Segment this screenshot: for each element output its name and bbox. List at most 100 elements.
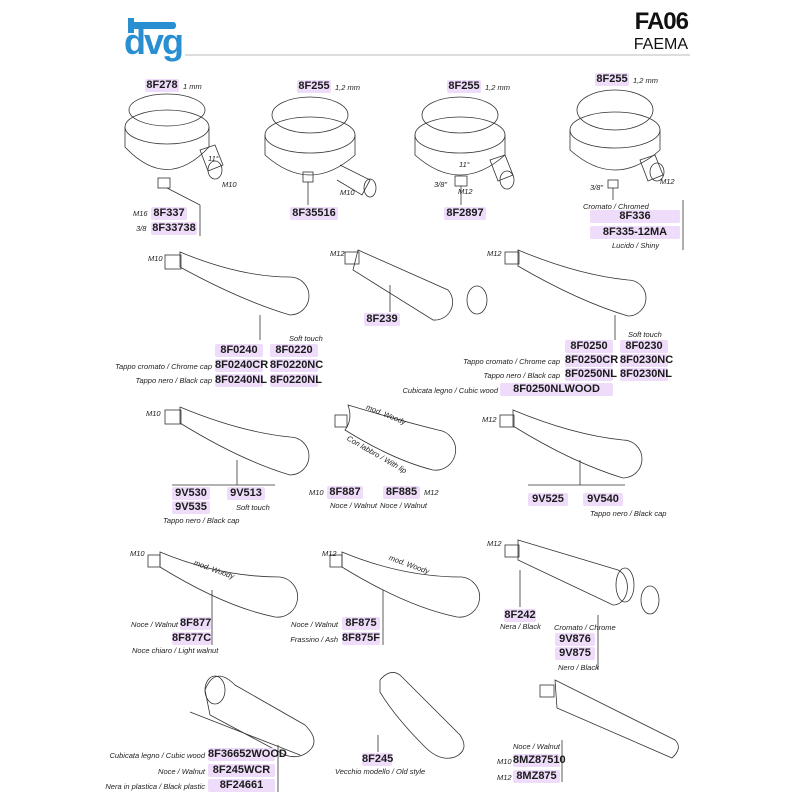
- gasket-size: 1,2 mm: [335, 83, 361, 92]
- part-code[interactable]: 8F887: [327, 486, 363, 499]
- gasket-size: 1,2 mm: [485, 83, 511, 92]
- material-label: Noce / Walnut: [158, 767, 205, 776]
- part-code[interactable]: 9V535: [172, 501, 210, 514]
- part-code[interactable]: 8F245: [362, 753, 394, 766]
- part-code[interactable]: 8F242: [504, 609, 536, 622]
- part-code[interactable]: 8MZ87510: [513, 754, 566, 767]
- part-code[interactable]: 8F0220NC: [270, 359, 324, 372]
- part-code[interactable]: 8F255: [447, 80, 481, 93]
- part-code[interactable]: 9V540: [583, 493, 623, 506]
- variant-label: Tappo nero / Black cap: [163, 516, 240, 525]
- finish-label: Cromato / Chrome: [554, 623, 616, 632]
- size-label: 3/8: [136, 224, 147, 233]
- filter-holder-8F337: [124, 93, 224, 236]
- part-code[interactable]: 8F337: [151, 207, 187, 220]
- thread-label: M12: [424, 488, 439, 497]
- material-label: Nera in plastica / Black plastic: [105, 782, 205, 791]
- part-code[interactable]: 8F2897: [444, 207, 486, 220]
- brand-name: FAEMA: [633, 36, 688, 53]
- part-code[interactable]: 8F877: [180, 617, 212, 630]
- thread-label: M16: [133, 209, 148, 218]
- gasket-size: 1,2 mm: [633, 76, 659, 85]
- part-code[interactable]: 8F33738: [151, 222, 197, 235]
- finish-label: Cromato / Chromed: [583, 202, 649, 211]
- material-label: Noce / Walnut: [513, 742, 560, 751]
- handle-woody-lip: [334, 404, 457, 471]
- part-code[interactable]: 8F36652WOOD: [208, 748, 287, 761]
- variant-label: Tappo nero / Black cap: [135, 376, 212, 385]
- part-code[interactable]: 8F875F: [342, 632, 380, 645]
- part-code[interactable]: 8F0250: [565, 340, 613, 353]
- handle-8MZ87510: [539, 679, 679, 782]
- filter-holder-8F336: [569, 89, 684, 250]
- finish-label: Lucido / Shiny: [612, 241, 660, 250]
- part-code[interactable]: 8F0250CR: [565, 354, 619, 367]
- thread-label: M12: [497, 773, 512, 782]
- variant-label: Cubicata legno / Cubic wood: [402, 386, 498, 395]
- material-label: Noce chiaro / Light walnut: [132, 646, 219, 655]
- variant-label: Tappo cromato / Chrome cap: [115, 362, 212, 371]
- part-code[interactable]: 8F0240NL: [215, 374, 267, 387]
- handle-9V530: [164, 406, 310, 486]
- material-label: Cubicata legno / Cubic wood: [109, 751, 205, 760]
- part-code[interactable]: 9V513: [227, 487, 265, 500]
- part-code[interactable]: 8F24661: [208, 779, 275, 792]
- thread-label: M12: [458, 187, 473, 196]
- handle-8F875: [329, 551, 481, 645]
- handle-8F0240: [164, 251, 310, 340]
- thread-label: M10: [148, 254, 163, 263]
- part-code[interactable]: 9V530: [172, 487, 210, 500]
- thread-label: M10: [497, 757, 512, 766]
- thread-label: M10: [130, 549, 145, 558]
- finish-label: Nero / Black: [558, 663, 599, 672]
- part-code[interactable]: 8F255: [595, 73, 629, 86]
- thread-label: M12: [330, 249, 345, 258]
- part-code[interactable]: 8F0240: [215, 344, 263, 357]
- variant-label: Tappo nero / Black cap: [590, 509, 667, 518]
- angle-label: 11°: [208, 154, 219, 163]
- part-code[interactable]: 8F875: [342, 617, 380, 630]
- part-code[interactable]: 8F336: [590, 210, 680, 223]
- size-label: 3/8": [590, 183, 604, 192]
- filter-holder-8F2897: [414, 96, 515, 205]
- part-code[interactable]: 8F0250NL: [565, 368, 617, 381]
- gasket-size: 1 mm: [183, 82, 202, 91]
- thread-label: M12: [482, 415, 497, 424]
- part-code[interactable]: 8F335-12MA: [590, 226, 680, 239]
- part-code[interactable]: 8F245WCR: [208, 764, 275, 777]
- thread-label: M10: [309, 488, 324, 497]
- thread-label: M10: [146, 409, 161, 418]
- thread-label: M12: [487, 249, 502, 258]
- part-code[interactable]: 8F278: [145, 79, 179, 92]
- part-code[interactable]: 8F0220: [270, 344, 318, 357]
- part-code[interactable]: 8F35516: [290, 207, 338, 220]
- part-code[interactable]: 9V876: [555, 633, 595, 646]
- part-code[interactable]: 8F0250NLWOOD: [500, 383, 613, 396]
- variant-label: Tappo nero / Black cap: [483, 371, 560, 380]
- thread-label: M12: [487, 539, 502, 548]
- logo-portafilter-icon: [128, 18, 177, 33]
- variant-label: Soft touch: [236, 503, 270, 512]
- part-code[interactable]: 9V875: [555, 647, 595, 660]
- thread-label: M10: [222, 180, 237, 189]
- part-code[interactable]: 8F255: [297, 80, 331, 93]
- variant-label: Soft touch: [289, 334, 323, 343]
- part-code[interactable]: 8F239: [364, 313, 400, 326]
- handle-8F0250: [504, 249, 647, 340]
- part-code[interactable]: 8F0220NL: [270, 374, 322, 387]
- part-code[interactable]: 8F0240CR: [215, 359, 269, 372]
- material-label: Noce / Walnut: [291, 620, 338, 629]
- handle-8F877: [147, 551, 299, 645]
- size-label: 3/8": [434, 180, 448, 189]
- material-label: Nera / Black: [500, 622, 541, 631]
- variant-label: Vecchio modello / Old style: [335, 767, 426, 776]
- grip-8F245: [377, 672, 465, 759]
- part-code[interactable]: 8F0230NL: [620, 368, 672, 381]
- part-code[interactable]: 8MZ875: [513, 770, 560, 783]
- part-code[interactable]: 8F877C: [172, 632, 212, 645]
- part-code[interactable]: 8F0230NC: [620, 354, 674, 367]
- part-code[interactable]: 8F0230: [620, 340, 668, 353]
- part-code[interactable]: 9V525: [528, 493, 568, 506]
- part-code[interactable]: 8F885: [383, 486, 420, 499]
